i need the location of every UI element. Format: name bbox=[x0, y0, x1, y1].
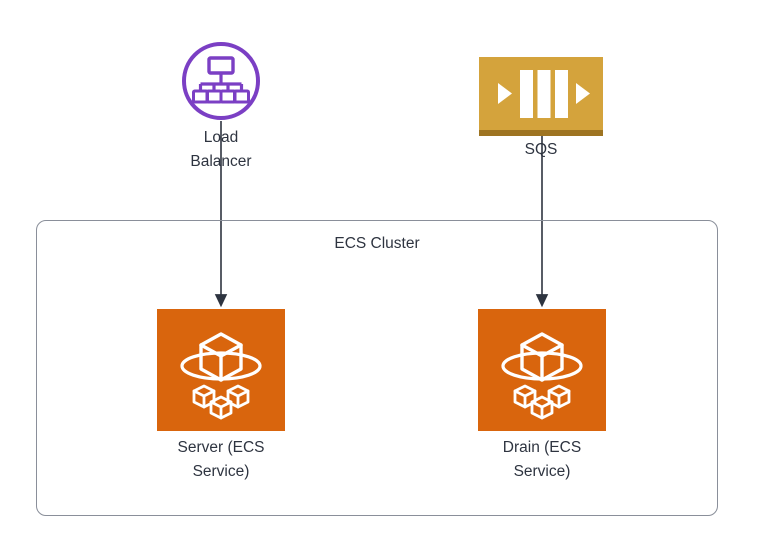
server-ecs-service-label: Server (ECS Service) bbox=[141, 436, 301, 484]
load-balancer-icon[interactable] bbox=[181, 41, 261, 121]
sqs-label: SQS bbox=[524, 141, 558, 158]
ecs-cluster-container[interactable] bbox=[36, 220, 718, 516]
load-balancer-label-line2: Balancer bbox=[190, 153, 252, 170]
ecs-cluster-label: ECS Cluster bbox=[334, 235, 420, 252]
drain-ecs-service-icon[interactable] bbox=[478, 309, 606, 431]
sqs-icon[interactable] bbox=[479, 57, 603, 136]
server-ecs-service-label-line1: Server (ECS bbox=[177, 439, 265, 456]
server-ecs-service-label-line2: Service) bbox=[192, 463, 250, 480]
load-balancer-label-line1: Load bbox=[203, 129, 239, 146]
drain-ecs-service-label: Drain (ECS Service) bbox=[462, 436, 622, 484]
server-ecs-service-icon[interactable] bbox=[157, 309, 285, 431]
load-balancer-label: Load Balancer bbox=[150, 126, 292, 174]
drain-ecs-service-label-line1: Drain (ECS bbox=[502, 439, 582, 456]
drain-ecs-service-label-line2: Service) bbox=[513, 463, 571, 480]
